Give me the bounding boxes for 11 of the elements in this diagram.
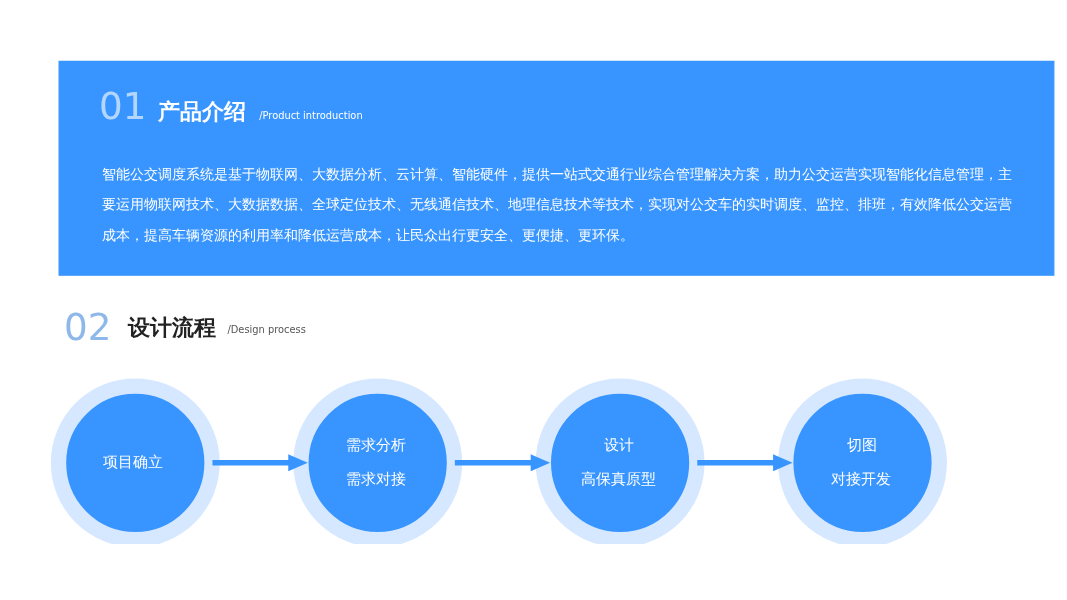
node-circle: 设计 高保真原型	[535, 377, 705, 544]
node-circle: 项目确立	[50, 377, 220, 544]
arrow	[212, 453, 308, 471]
arrow	[454, 453, 551, 471]
label: 02	[63, 304, 112, 349]
node-circle: 切图 对接开发	[778, 377, 947, 544]
label: /Design process	[227, 323, 306, 335]
label: 设计流程	[127, 314, 216, 340]
node-box: 01 产品介绍 /Product introduction 智能公交调度系统是基于物联网、大数据分析、云计算、智能硬件，提供一站式交通行业综合管理解决方案，助力公交运营实现智能化信息管理，主要运用物联网技术、大数据数据、全球定位技术、无线通信技术、地理信息技术等技术，实现对公交车的实时调度、监控、排班，有效降低公交运营成本，提高车辆资源的利用率和降低运营成本，让民众出行更安全、更便捷、更环保。	[58, 60, 1055, 276]
node-circle: 需求分析 需求对接	[293, 377, 463, 544]
arrow	[697, 453, 793, 471]
